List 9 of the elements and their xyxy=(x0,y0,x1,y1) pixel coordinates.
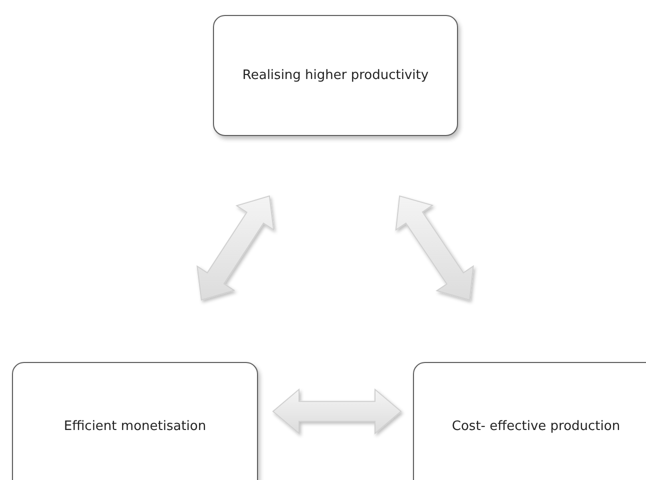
node-text: Efficient monetisation xyxy=(62,418,208,436)
double-arrow xyxy=(272,388,402,434)
double-arrow xyxy=(196,195,274,301)
node-text: Realising higher productivity xyxy=(241,66,430,84)
rounded-box xyxy=(12,362,258,480)
node-text: Cost- effective production xyxy=(450,418,622,436)
rounded-box xyxy=(413,362,646,480)
double-arrow xyxy=(395,195,474,301)
rounded-box xyxy=(213,15,458,136)
